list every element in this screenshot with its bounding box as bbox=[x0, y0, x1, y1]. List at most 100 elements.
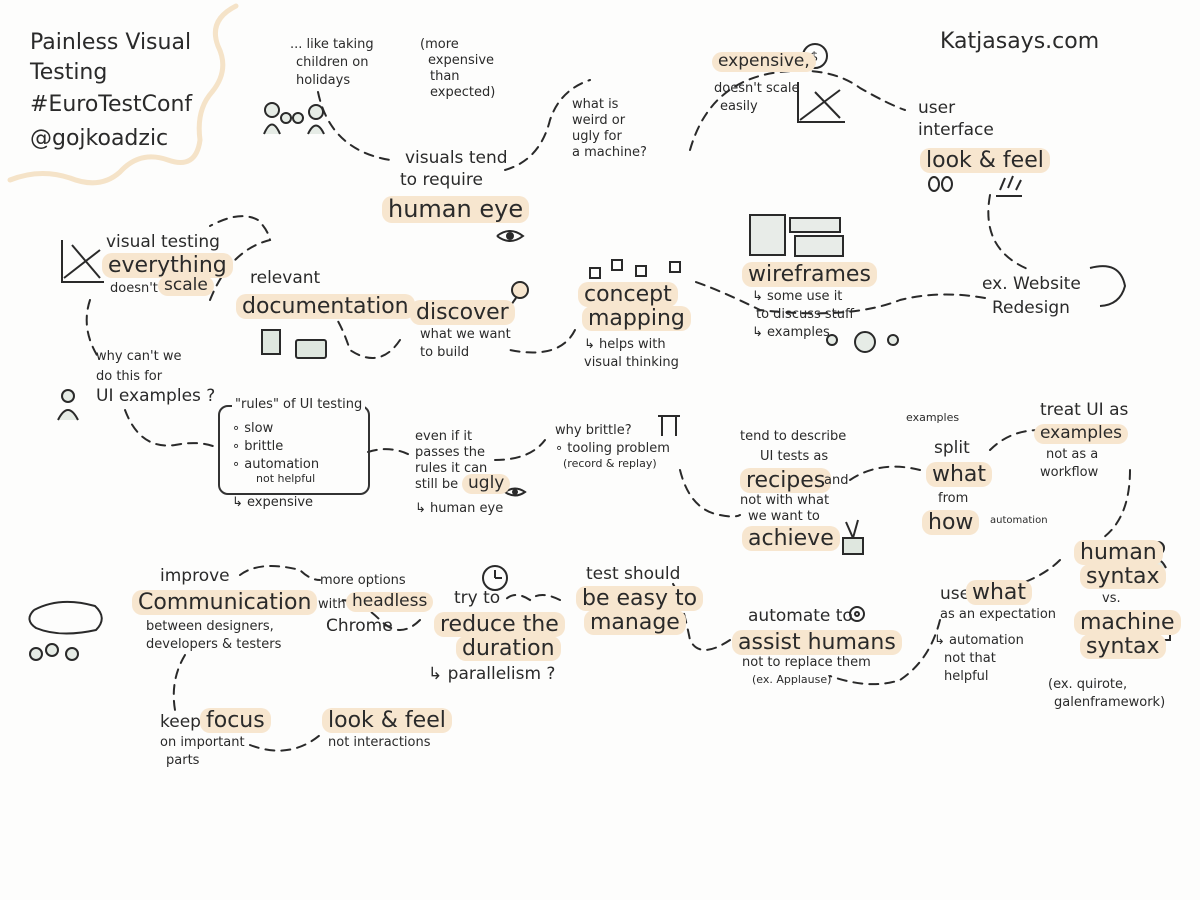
concept-highlight-2: mapping bbox=[582, 306, 691, 332]
title-line-2: Testing bbox=[30, 60, 108, 85]
auto-not-helpful-2: not that bbox=[944, 651, 996, 666]
visual-testing-label: visual testing bbox=[106, 232, 220, 252]
auto-not-helpful-3: helpful bbox=[944, 669, 989, 684]
keep-sub-1: on important bbox=[160, 735, 245, 750]
concept-sub-1: ↳ helps with bbox=[584, 337, 666, 352]
weird-4: a machine? bbox=[572, 145, 647, 160]
team-discussion-icon bbox=[28, 600, 103, 661]
concept-boxes-icon bbox=[589, 259, 681, 279]
communication-sub-2: developers & testers bbox=[146, 637, 282, 652]
rule-slow: ∘ slow bbox=[232, 421, 274, 436]
even-if-1: even if it bbox=[415, 429, 473, 444]
achieve-highlight: achieve bbox=[742, 526, 840, 552]
children-line-2: children on bbox=[296, 55, 369, 70]
stopwatch-icon bbox=[482, 565, 508, 591]
rule-automation: ∘ automation bbox=[232, 457, 320, 472]
assist-humans-highlight: assist humans bbox=[732, 630, 902, 656]
user-interface-1: user bbox=[918, 98, 956, 118]
children-line-1: ... like taking bbox=[290, 37, 374, 52]
even-if-sub: ↳ human eye bbox=[415, 501, 504, 516]
manage-highlight: manage bbox=[584, 610, 686, 636]
test-should: test should bbox=[586, 564, 681, 584]
children-icon bbox=[263, 102, 325, 135]
rule-automation-text: automation bbox=[244, 457, 320, 472]
as-expectation: as an expectation bbox=[940, 607, 1057, 622]
even-if-2: passes the bbox=[415, 445, 486, 460]
how-highlight: how bbox=[922, 510, 980, 536]
chrome-label: Chrome bbox=[326, 616, 393, 636]
discover-sub-1: what we want bbox=[420, 327, 511, 342]
children-line-3: holidays bbox=[296, 73, 351, 88]
discover-sub-2: to build bbox=[420, 345, 470, 360]
focus-highlight: focus bbox=[200, 708, 271, 734]
parallelism: ↳ parallelism ? bbox=[428, 664, 556, 684]
visuals-tend-2: to require bbox=[400, 170, 483, 190]
with-label: with bbox=[318, 597, 346, 612]
rule-brittle-text: brittle bbox=[244, 439, 284, 454]
rule-not-helpful: not helpful bbox=[256, 472, 316, 485]
hashtag: #EuroTestConf bbox=[30, 92, 193, 117]
machine-syntax-1: machine bbox=[1074, 610, 1181, 636]
even-if-3: rules it can bbox=[415, 461, 488, 476]
not-workflow-2: workflow bbox=[1040, 465, 1099, 480]
wireframes-sub-1: ↳ some use it bbox=[752, 289, 843, 304]
try-to: try to bbox=[454, 588, 501, 608]
wireframes-highlight: wireframes bbox=[742, 262, 877, 288]
reduce-highlight-2: duration bbox=[456, 636, 561, 662]
visuals-tend-1: visuals tend bbox=[405, 148, 508, 168]
improve-label: improve bbox=[160, 566, 230, 586]
tend-describe-1: tend to describe bbox=[740, 429, 847, 444]
tools-icon bbox=[658, 415, 680, 436]
use-label: use bbox=[940, 584, 971, 604]
keep-label: keep bbox=[160, 712, 201, 732]
weird-1: what is bbox=[572, 97, 619, 112]
concept-sub-2: visual thinking bbox=[584, 355, 679, 370]
why-cant-2: do this for bbox=[96, 369, 163, 384]
expensive-paren-4: expected) bbox=[430, 85, 496, 100]
use-what-highlight: what bbox=[966, 580, 1033, 606]
relevant-label: relevant bbox=[250, 268, 321, 288]
rules-after: ↳ expensive bbox=[232, 495, 314, 510]
vs-label: vs. bbox=[1102, 591, 1121, 606]
concept-highlight-1: concept bbox=[578, 282, 678, 308]
split-label: split bbox=[934, 438, 970, 458]
documents-icon bbox=[261, 329, 327, 359]
speaker-handle: @gojkoadzic bbox=[30, 126, 169, 151]
expensive-paren-2: expensive bbox=[428, 53, 495, 68]
why-cant-3: UI examples ? bbox=[96, 386, 216, 406]
doesnt-scale-1: doesn't scale bbox=[714, 81, 800, 96]
site-url: Katjasays.com bbox=[940, 29, 1100, 54]
weird-3: ugly for bbox=[572, 129, 622, 144]
scale-chart-icon bbox=[797, 82, 845, 123]
gear-icon bbox=[849, 606, 865, 622]
redesign-1: ex. Website bbox=[982, 274, 1081, 294]
wireframes-icon bbox=[749, 214, 844, 257]
not-replace-2: (ex. Applause) bbox=[752, 673, 832, 686]
not-interactions: not interactions bbox=[328, 735, 431, 750]
scale-highlight: scale bbox=[158, 276, 214, 296]
expensive-paren-1: (more bbox=[420, 37, 459, 52]
communication-sub-1: between designers, bbox=[146, 619, 274, 634]
why-brittle-1: why brittle? bbox=[555, 423, 632, 438]
documentation-highlight: documentation bbox=[236, 294, 415, 320]
from-label: from bbox=[938, 491, 969, 506]
not-with-2: we want to bbox=[748, 509, 820, 524]
what-highlight: what bbox=[926, 462, 993, 488]
look-feel-highlight: look & feel bbox=[920, 148, 1050, 174]
more-options: more options bbox=[320, 573, 406, 588]
recipes-and: and bbox=[824, 473, 849, 488]
expensive-paren-3: than bbox=[430, 69, 460, 84]
weird-2: weird or bbox=[572, 113, 626, 128]
people-icon bbox=[826, 331, 899, 353]
redesign-2: Redesign bbox=[992, 298, 1070, 318]
doesnt-scale-2: easily bbox=[720, 99, 758, 114]
confused-person-icon bbox=[57, 389, 79, 421]
keep-sub-2: parts bbox=[166, 753, 200, 768]
not-workflow-1: not as a bbox=[1046, 447, 1099, 462]
ugly-highlight: ugly bbox=[462, 474, 511, 494]
rule-brittle: ∘ brittle bbox=[232, 439, 284, 454]
human-syntax-1: human bbox=[1074, 540, 1163, 566]
auto-not-helpful-1: ↳ automation bbox=[934, 633, 1024, 648]
examples-highlight: examples bbox=[1034, 424, 1129, 444]
